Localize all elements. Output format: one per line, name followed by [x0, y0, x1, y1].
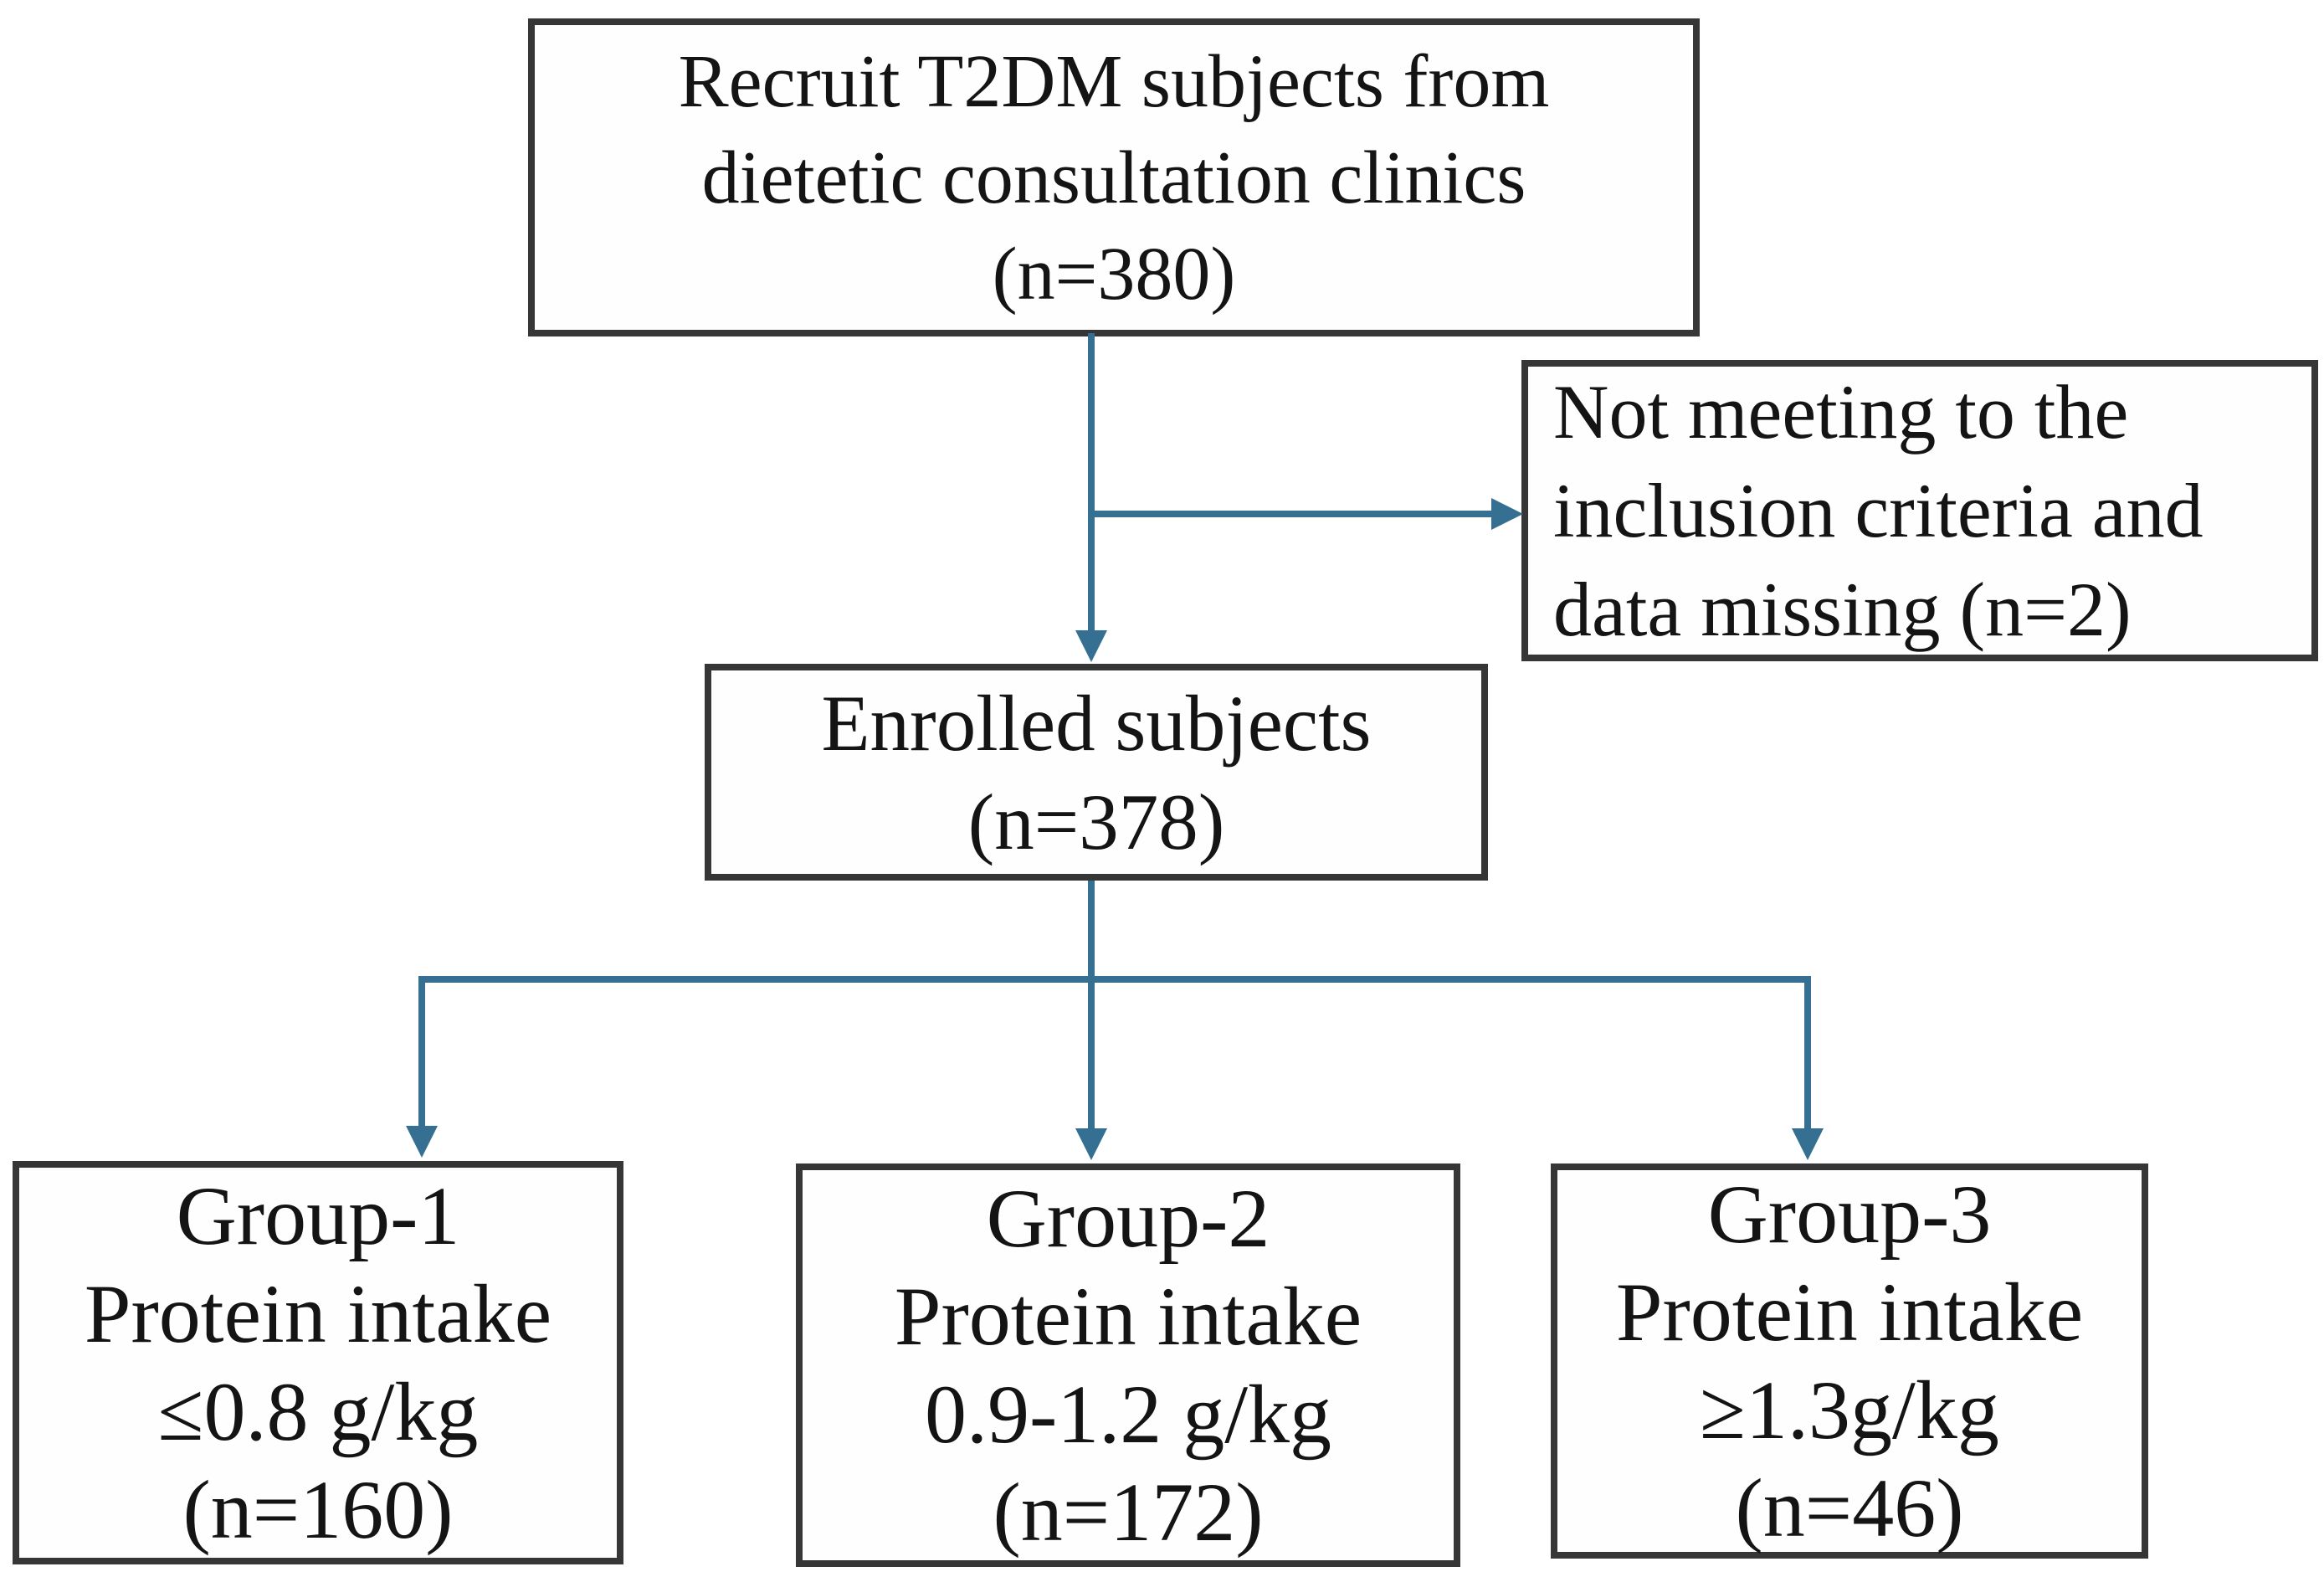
connector-distributor-to-group3	[1804, 976, 1811, 1130]
node-group3-range: ≥1.3g/kg	[1700, 1364, 1999, 1456]
node-enrolled-count: (n=378)	[967, 777, 1225, 866]
connector-distributor-to-group1	[418, 976, 425, 1128]
arrowhead-group2-icon	[1075, 1128, 1107, 1160]
node-excluded: Not meeting to the inclusion criteria an…	[1521, 360, 2318, 661]
node-group1: Group-1 Protein intake ≤0.8 g/kg (n=160)	[13, 1161, 623, 1564]
node-group3-title: Group-3	[1707, 1168, 1992, 1261]
node-group3-line-2: Protein intake	[1615, 1266, 2084, 1359]
node-excluded-line-1: Not meeting to the	[1553, 369, 2129, 455]
connector-distributor-bar	[418, 976, 1811, 983]
node-recruit-line-2: dietetic consultation clinics	[701, 136, 1526, 219]
node-recruit-count: (n=380)	[992, 232, 1236, 316]
node-excluded-line-2: inclusion criteria and	[1553, 468, 2203, 553]
node-group3-count: (n=46)	[1735, 1461, 1964, 1554]
node-group2-line-2: Protein intake	[894, 1270, 1362, 1363]
node-group1-count: (n=160)	[182, 1463, 454, 1556]
connector-branch-to-excluded	[1091, 511, 1495, 517]
node-group3: Group-3 Protein intake ≥1.3g/kg (n=46)	[1551, 1163, 2148, 1559]
node-enrolled-line-1: Enrolled subjects	[821, 678, 1372, 768]
node-group2-title: Group-2	[986, 1172, 1270, 1265]
node-recruit-line-1: Recruit T2DM subjects from	[678, 39, 1550, 123]
node-group1-line-2: Protein intake	[84, 1267, 552, 1360]
node-group1-title: Group-1	[176, 1169, 460, 1262]
node-enrolled: Enrolled subjects (n=378)	[705, 664, 1488, 881]
connector-enrolled-to-group2	[1088, 881, 1095, 1130]
node-group2-count: (n=172)	[993, 1466, 1264, 1559]
node-group2-range: 0.9-1.2 g/kg	[924, 1368, 1332, 1461]
arrowhead-group1-icon	[406, 1126, 438, 1158]
arrowhead-excluded-icon	[1491, 498, 1523, 530]
node-group1-range: ≤0.8 g/kg	[157, 1365, 479, 1458]
connector-recruit-to-enrolled	[1088, 333, 1095, 632]
arrowhead-group3-icon	[1792, 1128, 1824, 1160]
arrowhead-enrolled-icon	[1075, 630, 1107, 662]
node-excluded-count: data missing (n=2)	[1553, 567, 2132, 652]
node-recruit: Recruit T2DM subjects from dietetic cons…	[528, 18, 1700, 336]
node-group2: Group-2 Protein intake 0.9-1.2 g/kg (n=1…	[796, 1163, 1460, 1567]
